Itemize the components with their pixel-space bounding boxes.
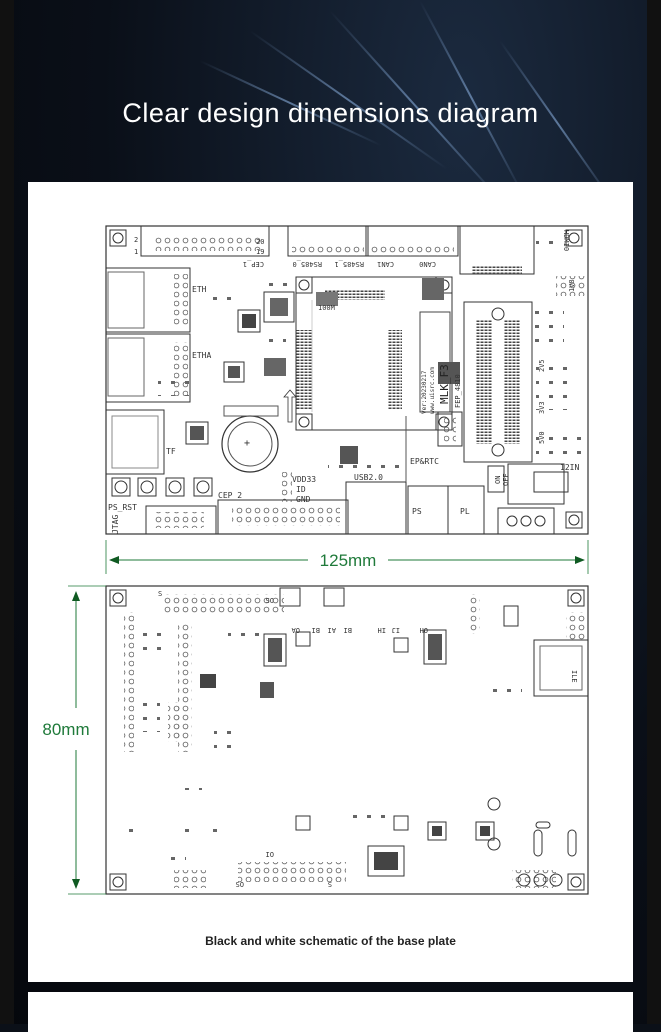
width-dimension: 125mm xyxy=(105,540,589,574)
silk-gnd: GND xyxy=(296,495,311,504)
silk-rs485-1: RS485_1 xyxy=(334,260,364,268)
silk-can1: CAN1 xyxy=(377,260,394,268)
silk-ps-rst: PS_RST xyxy=(108,503,137,512)
frame-left xyxy=(0,0,14,1024)
silk-100m: 100M xyxy=(318,304,335,312)
silk-os2: OS xyxy=(236,880,244,888)
silk-2v5: 2V5 xyxy=(538,359,546,372)
silk-version: Ver:20230217 xyxy=(421,370,428,414)
height-dimension: 80mm xyxy=(42,585,106,895)
silk-cep2: CEP_2 xyxy=(218,491,242,500)
silk-eprtc: EP&RTC xyxy=(410,457,439,466)
silk-s: S xyxy=(158,590,162,598)
silk-1v8: 1V8 xyxy=(568,279,576,292)
pin-label: 20 xyxy=(256,238,264,246)
silk-ps: PS xyxy=(412,507,422,516)
silk-on: ON xyxy=(494,476,502,484)
silk-vdd33: VDD33 xyxy=(292,475,316,484)
silk-id: ID xyxy=(296,485,306,494)
silk-oi: OI xyxy=(266,850,274,858)
silk-usb2: USB2.0 xyxy=(354,473,383,482)
silk-part: FEP_4810 xyxy=(454,374,462,408)
silk-etha: ETHA xyxy=(192,351,211,360)
page-title: Clear design dimensions diagram xyxy=(122,98,539,128)
next-panel xyxy=(28,992,633,1032)
silk-model: MLK_F3 xyxy=(438,364,451,404)
silk-bi: BI xyxy=(312,626,320,634)
silk-s2: S xyxy=(328,880,332,888)
silk-off: OFF xyxy=(502,473,510,486)
bottom-board: S OS OA BI AI BI IH IJ OH OI OS S ILE xyxy=(105,585,589,895)
width-label: 125mm xyxy=(320,551,377,570)
silk-ij: IJ xyxy=(392,626,400,634)
height-label: 80mm xyxy=(42,720,89,739)
board-schematic: + xyxy=(42,225,589,895)
schematic-panel: + xyxy=(28,182,633,982)
schematic-caption: Black and white schematic of the base pl… xyxy=(205,934,456,948)
silk-5v0: 5V0 xyxy=(538,431,546,444)
silk-url: www.uisrc.com xyxy=(429,367,436,414)
silk-pl: PL xyxy=(460,507,470,516)
frame-right xyxy=(647,0,661,1024)
top-board: + xyxy=(105,225,589,535)
svg-text:+: + xyxy=(244,438,250,449)
pin-label: 2 xyxy=(134,236,138,244)
silk-ile: ILE xyxy=(570,670,578,683)
silk-jtag: JTAG xyxy=(111,515,120,534)
pin-label: 19 xyxy=(256,248,264,256)
silk-bi2: BI xyxy=(344,626,352,634)
silk-os: OS xyxy=(266,596,274,604)
silk-12in: 12IN xyxy=(560,463,579,472)
silk-rs485-0: RS485_0 xyxy=(292,260,322,268)
silk-eth: ETH xyxy=(192,285,207,294)
silk-hdmi: HDMI0 xyxy=(562,230,570,251)
silk-can0: CAN0 xyxy=(419,260,436,268)
silk-ih: IH xyxy=(378,626,386,634)
silk-cep1: CEP_1 xyxy=(243,260,264,268)
silk-oa: OA xyxy=(291,626,300,634)
button-row xyxy=(111,477,213,497)
silk-tf: TF xyxy=(166,447,176,456)
silk-oh: OH xyxy=(420,626,428,634)
silk-ai: AI xyxy=(328,626,336,634)
silk-3v3: 3V3 xyxy=(538,401,546,414)
pin-label: 1 xyxy=(134,248,138,256)
